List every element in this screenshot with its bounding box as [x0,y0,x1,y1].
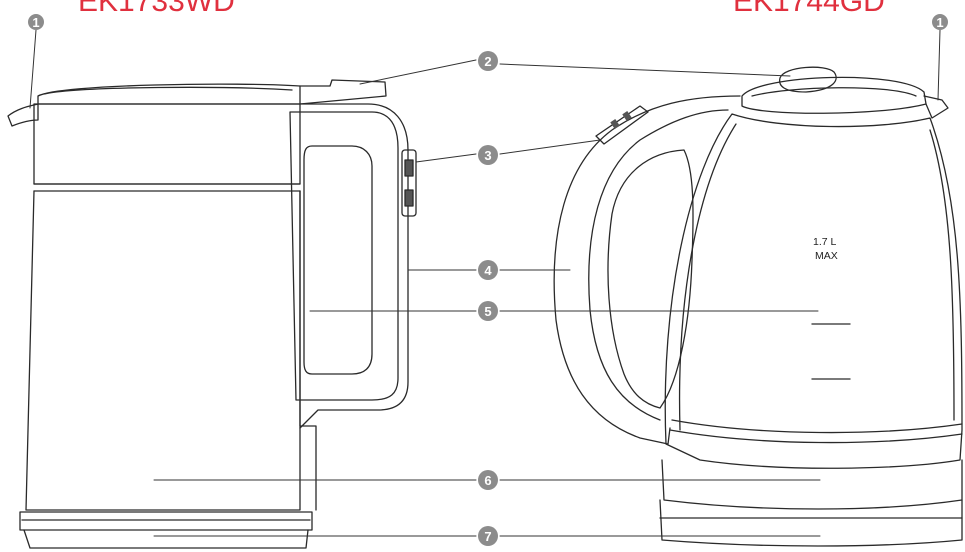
model-title-right: EK1744GD [733,0,885,18]
lid-button-left [299,79,387,105]
switch-right [595,105,649,145]
svg-text:7: 7 [484,529,491,544]
capacity-label-line1: 1.7 L [813,236,837,248]
spout-right [923,95,949,119]
leader-lines [29,29,941,537]
callout-1-left: 1 [28,14,44,30]
callout-4: 4 [478,260,498,280]
svg-text:2: 2 [484,54,491,69]
base-left [19,511,313,531]
svg-text:4: 4 [484,263,492,278]
lid-right [741,76,927,114]
callout-2: 2 [478,51,498,71]
svg-text:5: 5 [484,304,491,319]
svg-text:6: 6 [484,473,491,488]
svg-text:3: 3 [484,148,491,163]
callout-5: 5 [478,301,498,321]
capacity-label-line2: MAX [815,250,838,262]
kettle-left [7,79,417,549]
handle-right [553,95,741,445]
handle-left [299,103,409,429]
svg-text:1: 1 [936,15,943,30]
callout-7: 7 [478,526,498,546]
base-right [661,459,963,510]
svg-text:1: 1 [32,15,39,30]
lid-knob-right [778,66,837,93]
glass-body-right [664,113,963,469]
switch-left [401,149,417,217]
model-title-left: EK1733WD [78,0,235,18]
callout-1-right: 1 [932,14,948,30]
kettle-right [553,66,963,547]
upper-band-left [33,103,301,185]
body-left [25,190,301,511]
callout-3: 3 [478,145,498,165]
callout-6: 6 [478,470,498,490]
